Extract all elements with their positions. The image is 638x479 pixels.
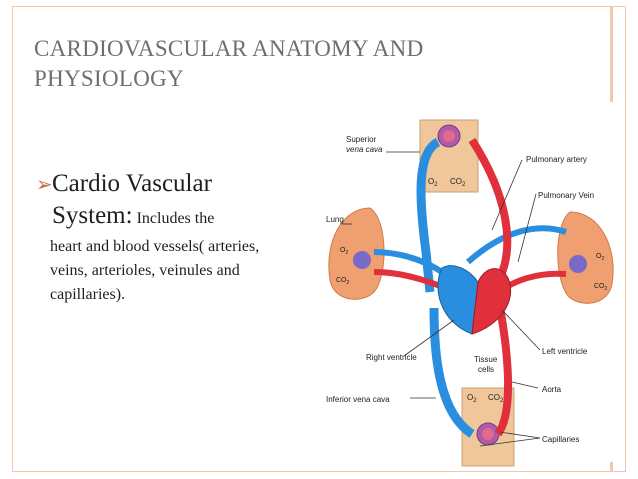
- left-lung-co2: CO2: [336, 277, 350, 286]
- right-lung-co2: CO2: [594, 283, 608, 292]
- label-capillaries: Capillaries: [542, 435, 579, 444]
- leader-pulmonary-artery: [491, 159, 523, 231]
- label-right-ventricle: Right ventricle: [366, 353, 417, 362]
- slide-title: CARDIOVASCULAR ANATOMY AND PHYSIOLOGY: [34, 36, 424, 91]
- label-pulmonary-artery: Pulmonary artery: [526, 155, 587, 164]
- right-lung-o2: O2: [596, 253, 604, 262]
- circulation-diagram: O2 CO2 O2 CO2 O2 CO2 O2 CO2: [326, 119, 614, 467]
- lower-co2-label: CO2: [488, 393, 504, 404]
- left-lung-capillaries: [353, 251, 371, 269]
- leader-capillaries-a: [499, 431, 541, 439]
- aorta-lower: [494, 307, 512, 437]
- label-superior-vena-cava-1: Superior: [346, 135, 377, 144]
- bullet-lead-text: Cardio Vascular System:: [52, 170, 212, 229]
- label-superior-vena-cava-2: vena cava: [346, 145, 383, 154]
- bullet-arrow-icon: ➢: [36, 174, 53, 196]
- pulmonary-artery-right: [466, 225, 567, 265]
- inferior-vena-cava: [429, 307, 475, 438]
- leader-pulmonary-vein: [517, 193, 537, 263]
- upper-capillary-core: [443, 130, 455, 142]
- right-lung-capillaries: [569, 255, 587, 273]
- slide-frame: [12, 6, 626, 472]
- right-lung: [557, 211, 614, 304]
- frame-accent-bar: [610, 6, 613, 102]
- lower-o2-label: O2: [467, 393, 477, 404]
- bullet-body: heart and blood vessels( arteries, veins…: [50, 238, 260, 303]
- heart-left-side: [471, 268, 512, 335]
- label-lung: Lung: [326, 215, 344, 224]
- label-pulmonary-vein: Pulmonary Vein: [538, 191, 594, 200]
- label-tissue-cells-1: Tissue: [474, 355, 498, 364]
- lower-capillary-core: [482, 428, 494, 440]
- label-inferior-vena-cava: Inferior vena cava: [326, 395, 390, 404]
- heart-right-side: [437, 265, 479, 335]
- left-lung-o2: O2: [340, 247, 348, 256]
- upper-co2-label: CO2: [450, 177, 466, 188]
- upper-o2-label: O2: [428, 177, 438, 188]
- leader-left-ventricle: [501, 309, 541, 351]
- bullet-lead: Cardio Vascular System: Includes the: [52, 168, 298, 235]
- superior-vena-cava: [416, 137, 441, 293]
- frame-accent-tick: [610, 462, 613, 472]
- label-left-ventricle: Left ventricle: [542, 347, 588, 356]
- leader-capillaries-b: [479, 437, 541, 447]
- bullet-lead-tail: Includes the: [132, 210, 215, 227]
- label-aorta: Aorta: [542, 385, 562, 394]
- label-tissue-cells-2: cells: [478, 365, 494, 374]
- leader-aorta: [511, 381, 539, 389]
- bullet-item: ➢ Cardio Vascular System: Includes the h…: [36, 168, 298, 307]
- leader-right-ventricle: [403, 319, 455, 357]
